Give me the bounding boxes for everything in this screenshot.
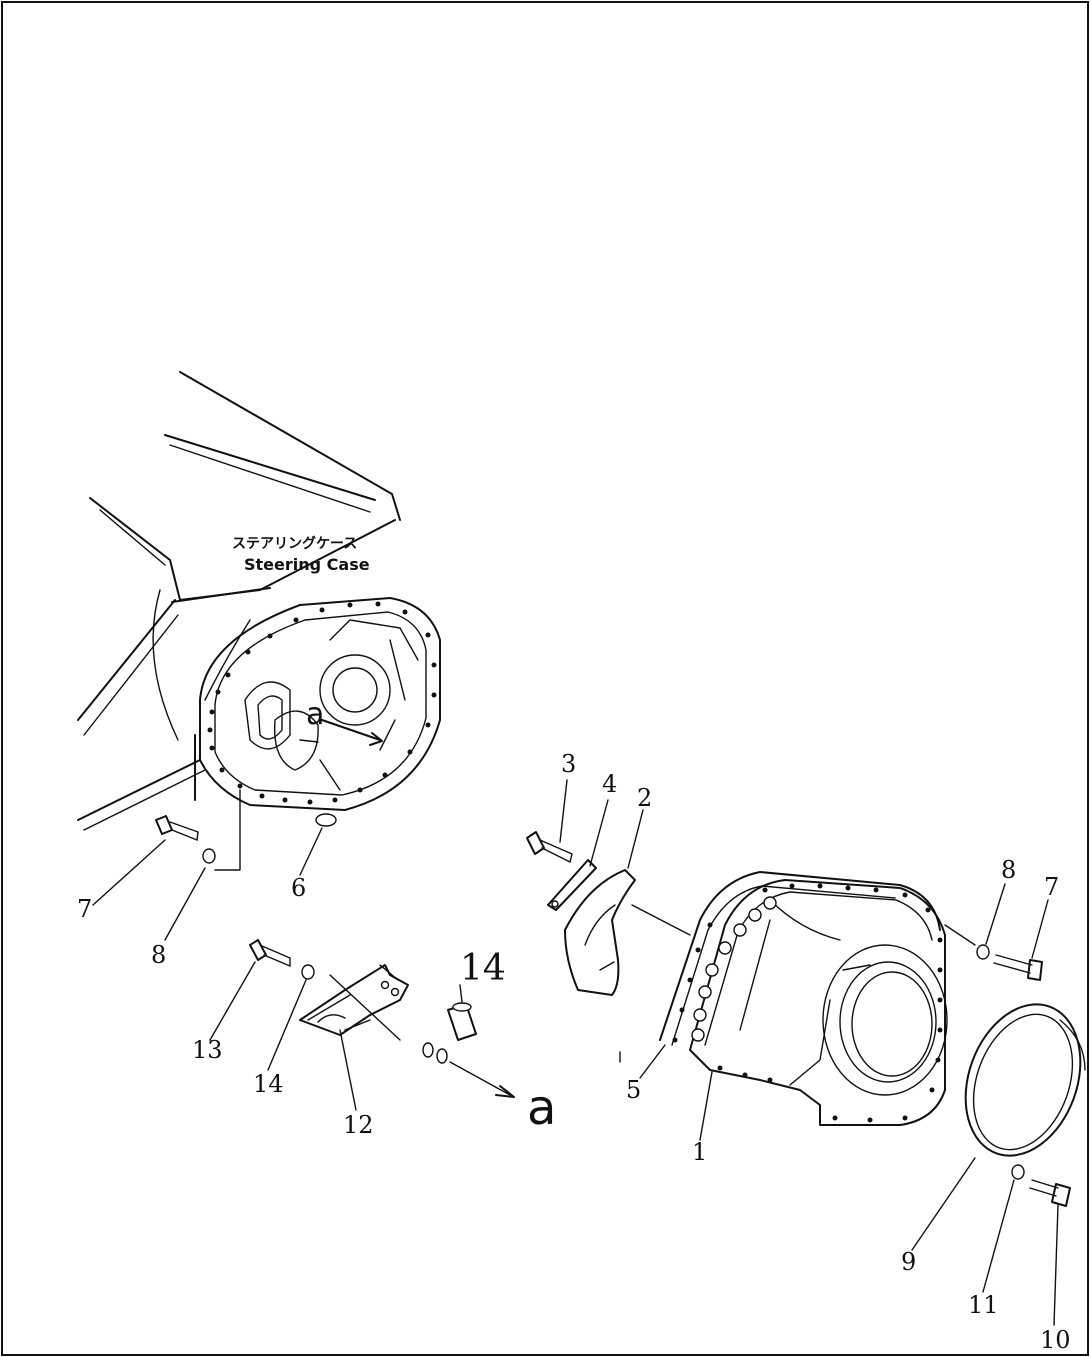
cover-assembly bbox=[526, 831, 1086, 1207]
callout-2: 2 bbox=[637, 784, 652, 812]
callout-11: 11 bbox=[968, 1291, 999, 1319]
leader-lines bbox=[92, 779, 1059, 1326]
callout-12: 12 bbox=[343, 1111, 374, 1139]
callout-8-right: 8 bbox=[1001, 856, 1016, 884]
callout-4: 4 bbox=[602, 770, 617, 798]
callout-5: 5 bbox=[626, 1076, 641, 1104]
callout-10: 10 bbox=[1040, 1326, 1071, 1354]
bracket-assembly bbox=[249, 939, 515, 1098]
callout-3: 3 bbox=[561, 750, 576, 778]
callout-14-pin: 14 bbox=[460, 948, 506, 989]
steering-case bbox=[77, 371, 441, 871]
cover-bolt-row bbox=[691, 896, 777, 1042]
callout-1: 1 bbox=[692, 1138, 707, 1166]
callout-6: 6 bbox=[291, 874, 306, 902]
callout-14-washer: 14 bbox=[253, 1070, 284, 1098]
view-ref-outer: a bbox=[527, 1080, 556, 1136]
callout-13: 13 bbox=[192, 1036, 223, 1064]
cover-flange-holes bbox=[672, 883, 943, 1123]
callout-7-left: 7 bbox=[77, 895, 92, 923]
callout-7-right: 7 bbox=[1044, 873, 1059, 901]
callout-9: 9 bbox=[901, 1248, 916, 1276]
callout-8-left: 8 bbox=[151, 941, 166, 969]
callout-numbers: 7 8 6 3 4 2 8 7 14 13 14 12 5 1 9 11 10 bbox=[77, 750, 1071, 1354]
view-ref-inner: a bbox=[306, 697, 324, 732]
flange-bolt-holes bbox=[207, 601, 437, 805]
steering-case-label-jp: ステアリングケース bbox=[232, 535, 357, 552]
steering-case-label-en: Steering Case bbox=[244, 555, 370, 574]
